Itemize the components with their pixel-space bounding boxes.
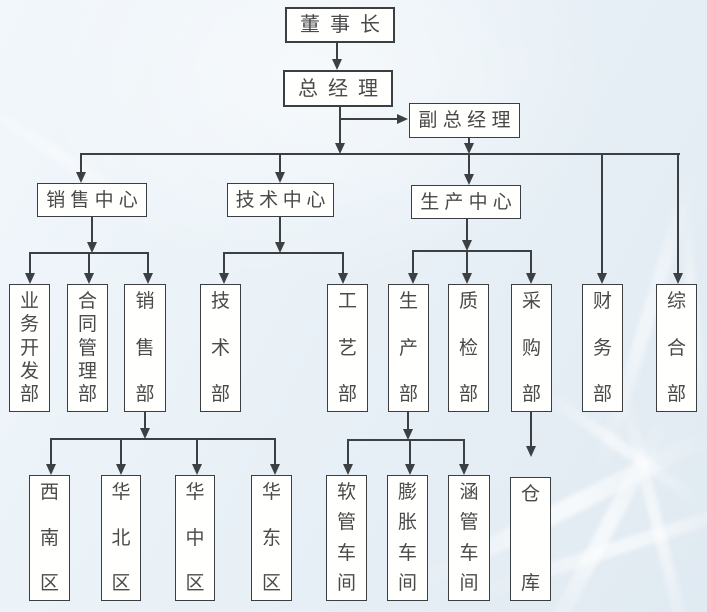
connector-arrow [338,273,348,284]
connector-arrow [464,143,474,154]
connector-arrow [526,446,536,457]
connector-line [468,154,470,175]
connector-line [147,253,149,274]
connector-arrow [408,273,418,284]
node-technology-dept: 技术部 [200,284,241,412]
connector-arrow [25,273,35,284]
connector-line [80,154,82,173]
connector-line [339,107,341,144]
connector-line [466,219,468,241]
background-streak [616,382,696,612]
connector-line [223,253,225,274]
connector-arrow [46,464,56,475]
connector-line [223,252,344,254]
node-general-manager: 总经理 [283,70,393,107]
connector-line [466,251,468,274]
node-warehouse: 仓库 [510,477,551,601]
connector-line [347,440,349,465]
node-production-dept: 生产部 [388,284,429,412]
connector-line [91,217,93,243]
connector-line [336,43,338,60]
connector-line [279,154,281,173]
connector-arrow [343,464,353,475]
connector-line [120,439,122,465]
connector-line [88,253,90,274]
node-sales-dept: 销售部 [124,284,166,412]
connector-line [279,217,281,243]
connector-arrow [76,172,86,183]
node-hose-workshop: 软管车间 [326,475,367,601]
connector-arrow [84,273,94,284]
node-finance-dept: 财务部 [582,284,623,412]
connector-line [274,439,276,465]
connector-arrow [116,464,126,475]
node-contract-management-dept: 合同管理部 [67,284,108,412]
connector-arrow [270,464,280,475]
connector-line [50,439,52,465]
node-sales-center: 销售中心 [37,183,147,217]
node-general-affairs-dept: 综合部 [656,284,697,412]
connector-line [342,253,344,274]
node-process-dept: 工艺部 [327,284,368,412]
connector-arrow [192,464,202,475]
node-culvert-pipe-workshop: 涵管车间 [448,475,490,601]
connector-line [530,251,532,274]
connector-arrow [397,114,408,124]
connector-arrow [219,273,229,284]
connector-line [601,154,603,274]
node-central-china-region: 华中区 [175,475,215,601]
node-business-development-dept: 业务开发部 [9,284,50,412]
node-southwest-region: 西南区 [29,475,70,601]
connector-arrow [405,464,415,475]
node-production-center: 生产中心 [411,185,521,219]
node-purchasing-dept: 采购部 [511,284,552,412]
connector-arrow [597,273,607,284]
connector-line [196,439,198,465]
node-deputy-general-manager: 副总经理 [409,103,520,138]
background-streak [537,411,675,612]
connector-arrow [464,174,474,185]
connector-arrow [459,464,469,475]
connector-arrow [526,273,536,284]
node-chairman: 董事长 [285,7,395,43]
connector-line [530,412,532,447]
connector-line [29,253,31,274]
connector-line [677,154,679,274]
connector-line [412,251,414,274]
connector-line [80,153,680,155]
connector-line [463,440,465,465]
connector-arrow [673,273,683,284]
connector-arrow [143,273,153,284]
connector-arrow [462,273,472,284]
node-expansion-workshop: 膨胀车间 [387,475,428,601]
connector-line [409,440,411,465]
connector-line [468,138,470,146]
node-east-china-region: 华东区 [251,475,292,601]
connector-arrow [332,59,342,70]
connector-line [407,412,409,430]
node-north-china-region: 华北区 [101,475,141,601]
connector-line [412,250,532,252]
connector-line [341,118,398,120]
connector-arrow [275,172,285,183]
connector-arrow [275,242,285,253]
connector-arrow [140,428,150,439]
connector-arrow [403,429,413,440]
connector-line [50,438,276,440]
connector-line [144,412,146,429]
connector-arrow [462,240,472,251]
connector-line [347,439,465,441]
connector-arrow [335,143,345,154]
connector-arrow [87,242,97,253]
node-quality-inspection-dept: 质检部 [448,284,489,412]
node-tech-center: 技术中心 [227,183,334,217]
